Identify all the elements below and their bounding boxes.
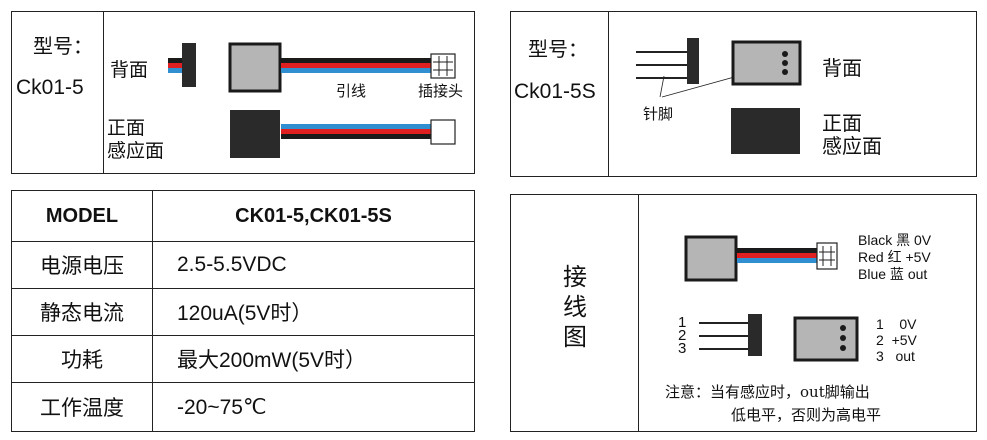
- wiring-pin-view: [699, 314, 762, 356]
- spec-label-temperature: 工作温度: [11, 382, 153, 432]
- spec-value-temperature: -20~75℃: [152, 382, 475, 432]
- ck01-5s-front-label: 正面: [822, 111, 862, 135]
- pin-legend-2-signal: +5V: [891, 332, 917, 348]
- wire-legend-blue-name: Blue: [858, 266, 887, 282]
- wiring-note-line1: 注意：当有感应时，out脚输出: [665, 383, 870, 401]
- spec-label-power: 功耗: [11, 335, 153, 383]
- wiring-cable-sensor: [684, 235, 838, 282]
- ck01-5s-sensing-label: 感应面: [822, 134, 882, 158]
- ck01-5s-model-label: 型号：: [528, 37, 588, 61]
- pin-number-3: 3: [678, 340, 687, 357]
- table-row: 工作温度 -20~75℃: [11, 382, 475, 432]
- spec-header-row: MODEL CK01-5,CK01-5S: [11, 190, 475, 242]
- table-row: 静态电流 120uA(5V时）: [11, 288, 475, 336]
- wire-legend-blue-signal: out: [907, 266, 928, 282]
- ck01-5s-back-sensor: [731, 40, 802, 86]
- wire-legend-blue: Blue 蓝 out: [858, 266, 927, 282]
- ck01-5-divider: [103, 11, 104, 174]
- spec-value-supply-voltage: 2.5-5.5VDC: [152, 241, 475, 289]
- wire-legend-red-cn: 红: [887, 249, 902, 265]
- ck01-5-lead-label: 引线: [336, 82, 367, 100]
- table-row: 功耗 最大200mW(5V时）: [11, 335, 475, 383]
- pin-legend-2-num: 2: [876, 332, 884, 348]
- wire-legend-black-name: Black: [858, 232, 893, 248]
- ck01-5s-front-sensor: [731, 108, 800, 154]
- spec-header-model: MODEL: [11, 190, 153, 242]
- ck01-5-back-sensor: [228, 42, 456, 93]
- ck01-5s-pin-label: 针脚: [643, 105, 674, 123]
- ck01-5-front-label: 正面: [107, 117, 146, 139]
- ck01-5s-back-label: 背面: [822, 56, 862, 80]
- spec-header-value: CK01-5,CK01-5S: [152, 190, 475, 242]
- wire-legend-red-name: Red: [858, 249, 884, 265]
- pin-legend-3: 3 out: [876, 348, 915, 364]
- pin-number-1: 1: [678, 314, 687, 331]
- wire-legend-red: Red 红 +5V: [858, 249, 931, 265]
- ck01-5-back-label: 背面: [110, 59, 149, 81]
- wire-legend-red-signal: +5V: [905, 249, 931, 265]
- ck01-5-model-name: Ck01-5: [16, 76, 84, 99]
- wiring-title: 接线图: [563, 263, 587, 351]
- pin-legend-3-num: 3: [876, 348, 884, 364]
- pin-legend-1-signal: 0V: [899, 316, 917, 332]
- wiring-pin-sensor: [793, 316, 859, 362]
- spec-label-quiescent-current: 静态电流: [11, 288, 153, 336]
- wire-legend-blue-cn: 蓝: [889, 266, 904, 282]
- wire-legend-black-cn: 黑: [896, 232, 911, 248]
- pin-number-2: 2: [678, 327, 687, 344]
- ck01-5-sensing-label: 感应面: [107, 140, 165, 162]
- ck01-5s-model-name: Ck01-5S: [514, 80, 596, 103]
- ck01-5s-divider: [608, 11, 609, 177]
- spec-table: MODEL CK01-5,CK01-5S 电源电压 2.5-5.5VDC 静态电…: [11, 190, 475, 432]
- ck01-5-model-label: 型号：: [33, 34, 93, 58]
- wiring-note-line2: 低电平，否则为高电平: [731, 406, 882, 424]
- wire-legend-black-signal: 0V: [914, 232, 932, 248]
- pin-legend-1: 1 0V: [876, 316, 916, 332]
- pin-legend-1-num: 1: [876, 316, 884, 332]
- ck01-5-back-view: [168, 43, 196, 87]
- spec-value-power: 最大200mW(5V时）: [152, 335, 475, 383]
- ck01-5-plug-label: 插接头: [418, 82, 464, 100]
- pin-legend-2: 2 +5V: [876, 332, 917, 348]
- wiring-panel: [510, 194, 977, 432]
- pin-legend-3-signal: out: [895, 348, 915, 364]
- wiring-divider: [638, 194, 639, 432]
- ck01-5-front-sensor: [230, 110, 456, 158]
- wire-legend-black: Black 黑 0V: [858, 232, 931, 248]
